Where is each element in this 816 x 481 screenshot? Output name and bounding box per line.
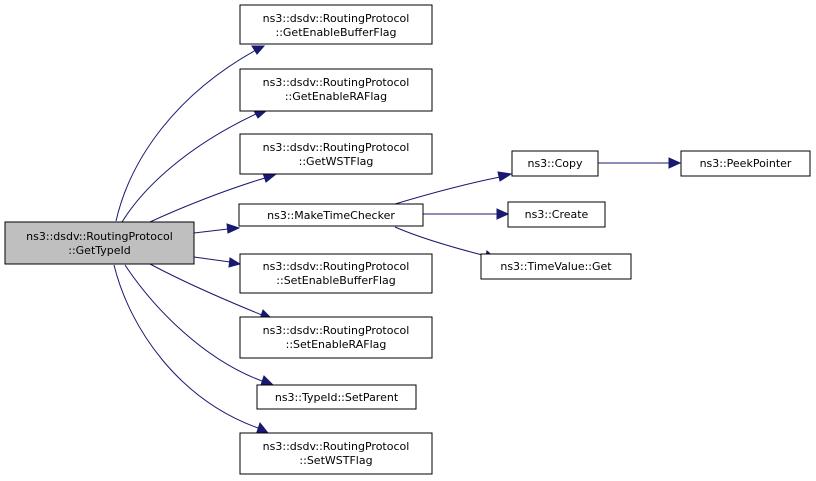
svg-text:ns3::dsdv::RoutingProtocol: ns3::dsdv::RoutingProtocol xyxy=(263,440,410,453)
svg-text:ns3::dsdv::RoutingProtocol: ns3::dsdv::RoutingProtocol xyxy=(263,260,410,273)
edge-make-time-checker-to-create xyxy=(423,208,510,220)
node-timevalue-get[interactable]: ns3::TimeValue::Get xyxy=(480,253,632,280)
svg-text:ns3::MakeTimeChecker: ns3::MakeTimeChecker xyxy=(267,209,395,222)
svg-text:::SetEnableRAFlag: ::SetEnableRAFlag xyxy=(286,338,387,351)
svg-text:ns3::TypeId::SetParent: ns3::TypeId::SetParent xyxy=(275,391,399,404)
node-get-wst-flag[interactable]: ns3::dsdv::RoutingProtocol ::GetWSTFlag xyxy=(239,133,433,175)
edge-copy-to-peek-pointer xyxy=(598,157,682,169)
svg-text:ns3::PeekPointer: ns3::PeekPointer xyxy=(700,157,792,170)
svg-text:::SetWSTFlag: ::SetWSTFlag xyxy=(299,454,372,467)
svg-text:::GetEnableBufferFlag: ::GetEnableBufferFlag xyxy=(276,26,397,39)
edge-root-to-set-enable-buffer-flag xyxy=(193,256,242,268)
edge-make-time-checker-to-copy xyxy=(394,171,513,205)
svg-text:ns3::Copy: ns3::Copy xyxy=(527,157,583,170)
node-routing-protocol-get-type-id: ns3::dsdv::RoutingProtocol ::GetTypeId xyxy=(4,221,195,265)
svg-text:ns3::dsdv::RoutingProtocol: ns3::dsdv::RoutingProtocol xyxy=(263,141,410,154)
node-typeid-set-parent[interactable]: ns3::TypeId::SetParent xyxy=(256,384,417,410)
node-make-time-checker[interactable]: ns3::MakeTimeChecker xyxy=(238,203,424,227)
node-set-enable-ra-flag[interactable]: ns3::dsdv::RoutingProtocol ::SetEnableRA… xyxy=(239,316,433,359)
edge-root-to-get-enable-buffer-flag xyxy=(115,45,266,222)
node-get-enable-ra-flag[interactable]: ns3::dsdv::RoutingProtocol ::GetEnableRA… xyxy=(239,68,433,112)
svg-text:ns3::dsdv::RoutingProtocol: ns3::dsdv::RoutingProtocol xyxy=(263,12,410,25)
node-set-wst-flag[interactable]: ns3::dsdv::RoutingProtocol ::SetWSTFlag xyxy=(239,432,433,475)
svg-text:ns3::dsdv::RoutingProtocol: ns3::dsdv::RoutingProtocol xyxy=(263,324,410,337)
svg-text:::GetEnableRAFlag: ::GetEnableRAFlag xyxy=(285,90,387,103)
svg-text:::GetWSTFlag: ::GetWSTFlag xyxy=(299,155,374,168)
svg-text:ns3::dsdv::RoutingProtocol: ns3::dsdv::RoutingProtocol xyxy=(263,76,410,89)
node-copy[interactable]: ns3::Copy xyxy=(511,150,599,177)
node-set-enable-buffer-flag[interactable]: ns3::dsdv::RoutingProtocol ::SetEnableBu… xyxy=(239,253,433,294)
node-peek-pointer[interactable]: ns3::PeekPointer xyxy=(680,150,811,177)
edge-root-to-make-time-checker xyxy=(193,223,241,234)
node-create[interactable]: ns3::Create xyxy=(507,201,606,228)
svg-text:::SetEnableBufferFlag: ::SetEnableBufferFlag xyxy=(276,274,395,287)
svg-text:ns3::TimeValue::Get: ns3::TimeValue::Get xyxy=(500,260,612,273)
node-get-enable-buffer-flag[interactable]: ns3::dsdv::RoutingProtocol ::GetEnableBu… xyxy=(239,4,433,45)
svg-text:ns3::dsdv::RoutingProtocol: ns3::dsdv::RoutingProtocol xyxy=(26,230,173,243)
svg-text:ns3::Create: ns3::Create xyxy=(525,208,589,221)
svg-text:::GetTypeId: ::GetTypeId xyxy=(68,244,131,257)
